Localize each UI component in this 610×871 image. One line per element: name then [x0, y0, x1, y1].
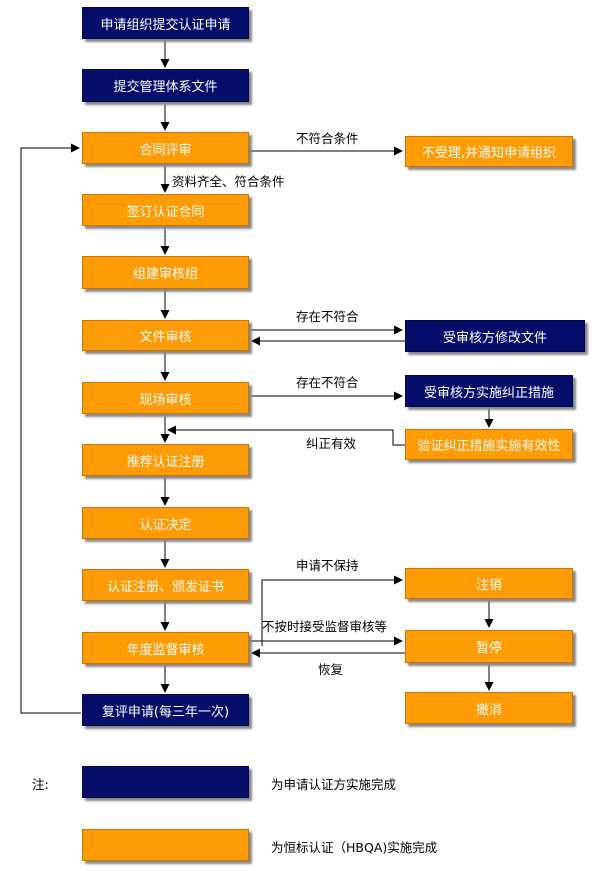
label-nonconformity-site: 存在不符合: [296, 375, 359, 390]
node-recommend-registration: 推荐认证注册: [82, 444, 249, 476]
arrow-loop-n12-n3: [20, 143, 81, 714]
node-sign-contract: 签订认证合同: [82, 194, 249, 226]
label-nonconformity-docs: 存在不符合: [296, 309, 359, 324]
legend-orange-text: 为恒标认证（HBQA)实施完成: [271, 840, 438, 855]
node-annual-surveillance: 年度监督审核: [82, 632, 249, 664]
node-cancel: 注销: [405, 568, 573, 599]
label-restore: 恢复: [318, 662, 344, 677]
node-form-audit-team: 组建审核组: [82, 256, 249, 289]
label-correction-effective: 纠正有效: [306, 436, 357, 451]
node-submit-system-docs: 提交管理体系文件: [82, 69, 249, 102]
node-auditee-revise-docs: 受审核方修改文件: [405, 320, 585, 352]
node-verify-corrective-action: 验证纠正措施实施有效性: [405, 429, 573, 460]
node-document-review: 文件审核: [82, 320, 249, 351]
node-suspend: 暂停: [405, 630, 573, 663]
arrow-n11-r5: [261, 575, 403, 646]
node-contract-review: 合同评审: [82, 132, 249, 164]
label-not-maintained: 申请不保持: [296, 558, 359, 573]
node-site-audit: 现场审核: [82, 382, 249, 414]
label-not-qualified: 不符合条件: [296, 131, 359, 146]
legend-note-label: 注:: [32, 777, 49, 792]
legend-navy-swatch: [82, 766, 249, 798]
legend-navy-text: 为申请认证方实施完成: [271, 777, 397, 792]
node-revoke: 撤消: [405, 692, 573, 724]
node-recertification-application: 复评申请(每三年一次): [82, 694, 249, 726]
legend-orange-swatch: [82, 829, 249, 861]
label-docs-complete: 资料齐全、符合条件: [172, 174, 285, 189]
node-auditee-corrective-action: 受审核方实施纠正措施: [405, 375, 573, 407]
node-register-issue-certificate: 认证注册、颁发证书: [82, 569, 249, 601]
node-reject-notify: 不受理,并通知申请组织: [405, 136, 573, 167]
label-late-surveillance: 不按时接受监督审核等: [262, 619, 388, 634]
arrow-r4-main: [167, 425, 405, 446]
node-submit-application: 申请组织提交认证申请: [82, 7, 249, 39]
node-certification-decision: 认证决定: [82, 507, 249, 539]
